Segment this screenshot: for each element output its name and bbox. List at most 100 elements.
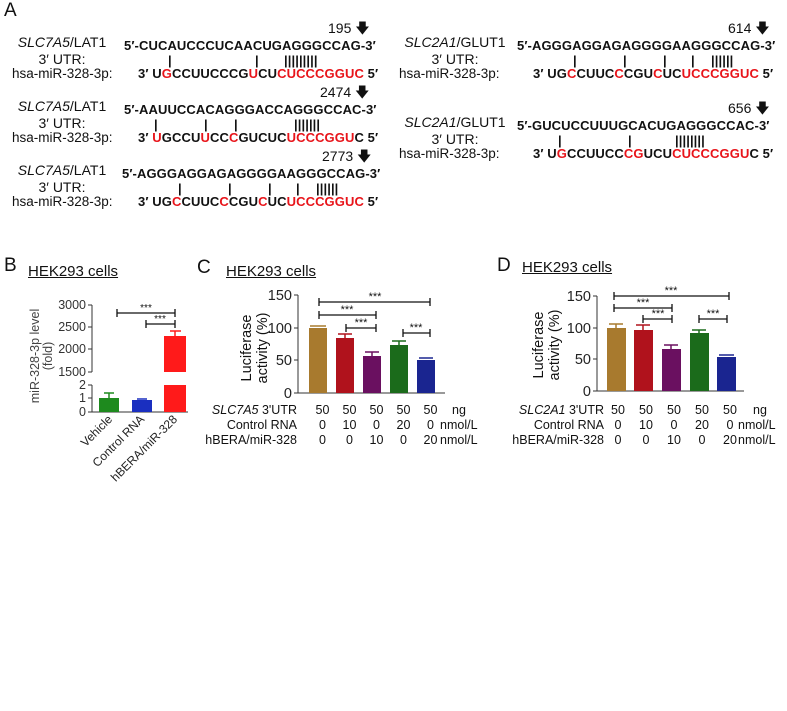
utr-label: 3′ UTR: [431,51,479,67]
ytick: 100 [268,321,292,337]
arrow-down-icon: 🡇 [357,148,372,164]
gene-rest: /LAT1 [69,162,107,178]
cell: 0 [319,418,326,432]
bar-d-1 [607,328,626,391]
cell: 0 [642,433,650,447]
row-label: SLC2A1 3'UTR [519,403,604,417]
ytick: 150 [268,288,292,304]
significance-label: *** [410,322,424,334]
gene-italic: SLC7A5 [17,98,70,114]
panel-c-chart: 150 100 50 0 *** *** *** *** [268,288,445,402]
cell: 10 [639,418,653,432]
mirna-label: hsa-miR-328-3p: [399,146,500,161]
utr-label: 3′ UTR: [38,115,86,131]
row-label: hBERA/miR-328 [512,433,604,447]
cell: 0 [614,433,622,447]
utr-label: 3′ UTR: [38,51,86,67]
cell: 50 [695,403,709,417]
label-rest: 3'UTR [258,403,297,417]
site-position: 2773 🡇 [322,146,371,170]
target-sequence: 5′-AAUUCCACAGGGACCAGGGCCAC-3′ [124,102,377,117]
gene-rest: /GLUT1 [456,114,506,130]
bar-d-4 [690,333,709,391]
arrow-down-icon: 🡇 [355,20,370,36]
unit: ng [452,403,466,417]
ytick: 0 [583,384,591,400]
gene-italic: SLC7A5 [17,34,70,50]
position-number: 656 [728,100,752,116]
site-position: 656 🡇 [728,98,770,122]
cell: 50 [667,403,681,417]
significance-label: *** [707,308,721,320]
label-rest: 3'UTR [565,403,604,417]
bar-control-rna [132,400,152,412]
panel-b-letter: B [4,255,17,276]
cell: 10 [667,433,681,447]
cell: 0 [373,418,380,432]
cell: 0 [319,433,326,447]
cell: 50 [369,403,384,417]
cell: 50 [315,403,330,417]
position-number: 614 [728,20,752,36]
panel-c-table: SLC7A5 3'UTR Control RNA hBERA/miR-328 5… [190,403,477,711]
arrow-down-icon: 🡇 [755,20,770,36]
significance-label: *** [652,308,666,320]
mirna-sequence: 3′ UGCCUUCCCGUCUCUCCCGGUC 5′ [138,66,379,81]
significance-label: *** [637,297,651,309]
cell: 0 [726,418,734,432]
site-position: 195 🡇 [328,18,370,42]
cell: 50 [639,403,653,417]
mirna-label: hsa-miR-328-3p: [399,66,500,81]
position-number: 2474 [320,84,352,100]
significance-label: *** [341,304,355,316]
significance-label: *** [665,285,679,297]
ytick: 50 [575,352,591,368]
cell: 50 [723,403,737,417]
gene-rest: /LAT1 [69,34,107,50]
ytick: 150 [567,289,591,305]
cell: 50 [396,403,411,417]
unit: ng [753,403,767,417]
position-number: 195 [328,20,352,36]
position-number: 2773 [322,148,354,164]
cell: 20 [695,418,709,432]
gene-italic: SLC7A5 [17,162,70,178]
cell: 0 [698,433,706,447]
row-label: hBERA/miR-328 [205,433,297,447]
panel-a-letter: A [4,0,17,21]
cell: 0 [614,418,622,432]
target-sequence: 5′-CUCAUCCCUCAACUGAGGGCCAG-3′ [124,38,376,53]
bar-hbera-lower [164,385,186,412]
bar-c-5 [417,360,435,393]
utr-label: 3′ UTR: [431,131,479,147]
mirna-sequence: 3′ UGCCUUCCCGUCUCUCCCGGUC 5′ [138,194,379,209]
panel-b-chart: 3000 2500 2000 1500 2 1 0 *** *** Vehicl… [58,298,188,484]
bar-vehicle [99,398,119,412]
mirna-label: hsa-miR-328-3p: [12,66,113,81]
cell: 20 [396,418,411,432]
panel-d-letter: D [497,255,511,276]
significance-label: *** [369,291,383,303]
ytick: 100 [567,321,591,337]
site-position: 2474 🡇 [320,82,369,106]
ytick: 0 [79,405,86,419]
panel-d-chart: 150 100 50 0 *** *** *** *** [567,285,744,400]
gene-italic: SLC7A5 [211,403,259,417]
cell: 20 [423,433,438,447]
significance-label: *** [355,317,369,329]
utr-label: 3′ UTR: [38,179,86,195]
arrow-down-icon: 🡇 [755,100,770,116]
row-label: Control RNA [226,418,297,432]
cell: 10 [342,418,357,432]
unit: nmol/L [738,418,776,432]
panel-c-letter: C [197,257,211,278]
mirna-sequence: 3′ UGCCUUCCCGUCUCUCCCGGUC 5′ [533,146,774,161]
ytick: 1500 [58,365,86,379]
